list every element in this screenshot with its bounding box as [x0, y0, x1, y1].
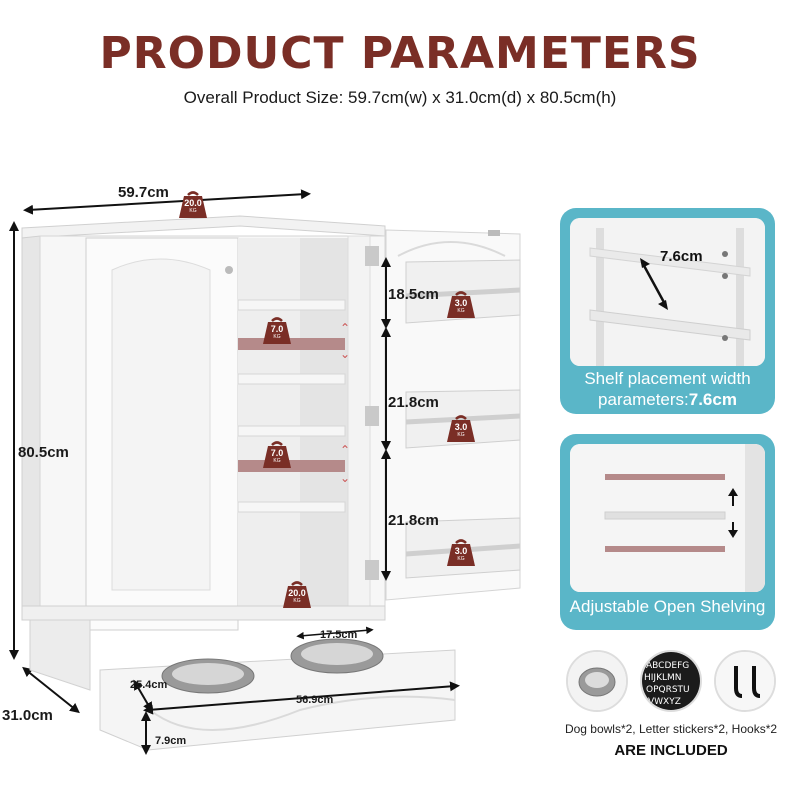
width-label: 59.7cm	[118, 184, 169, 201]
cabinet-illustration: ⌃ ⌄ ⌃ ⌄	[9, 189, 521, 755]
tray-depth-label: 25.4cm	[130, 679, 168, 691]
svg-text:ABCDEFG: ABCDEFG	[646, 661, 689, 671]
svg-text:OPQRSTU: OPQRSTU	[646, 685, 690, 695]
letter-stickers-image: ABCDEFG HIJKLMN OPQRSTU VWXYZ	[640, 650, 702, 712]
dog-bowl-image	[566, 650, 628, 712]
shelf-placement-panel: 7.6cm Shelf placement width parameters:7…	[560, 208, 775, 414]
overall-size-text: Overall Product Size: 59.7cm(w) x 31.0cm…	[183, 88, 617, 107]
hooks-image	[714, 650, 776, 712]
door-gap-3-label: 21.8cm	[388, 512, 439, 529]
shelf-caption-line1: Shelf placement width	[584, 369, 751, 388]
bowl-gap-label: 17.5cm	[320, 629, 358, 641]
adjustable-shelving-panel: Adjustable Open Shelving	[560, 434, 775, 630]
tray-height-label: 7.9cm	[155, 735, 187, 747]
svg-text:HIJKLMN: HIJKLMN	[644, 673, 682, 683]
depth-arrow	[22, 666, 80, 714]
svg-text:⌃: ⌃	[340, 321, 350, 335]
depth-label: 31.0cm	[2, 707, 53, 724]
shelf-caption-value: 7.6cm	[688, 390, 737, 409]
adjustable-shelving-image	[570, 444, 765, 592]
page-title: PRODUCT PARAMETERS	[99, 28, 701, 79]
door-gap-2-label: 21.8cm	[388, 394, 439, 411]
tray-length-label: 56.9cm	[296, 694, 334, 706]
svg-text:VWXYZ: VWXYZ	[648, 697, 681, 707]
adjustable-caption: Adjustable Open Shelving	[569, 597, 766, 616]
shelf-measure-label: 7.6cm	[660, 248, 703, 265]
height-label: 80.5cm	[18, 444, 69, 461]
door-gap-1-label: 18.5cm	[388, 286, 439, 303]
shelf-closeup-image	[570, 218, 765, 366]
svg-text:⌄: ⌄	[340, 347, 350, 361]
width-arrow	[23, 189, 311, 215]
svg-text:⌄: ⌄	[340, 471, 350, 485]
accessories-list: Dog bowls*2, Letter stickers*2, Hooks*2	[564, 722, 778, 736]
shelf-caption-line2: parameters:7.6cm	[598, 390, 737, 409]
accessories-included: ARE INCLUDED	[614, 742, 728, 759]
svg-text:⌃: ⌃	[340, 443, 350, 457]
door-rack-2	[405, 389, 521, 449]
